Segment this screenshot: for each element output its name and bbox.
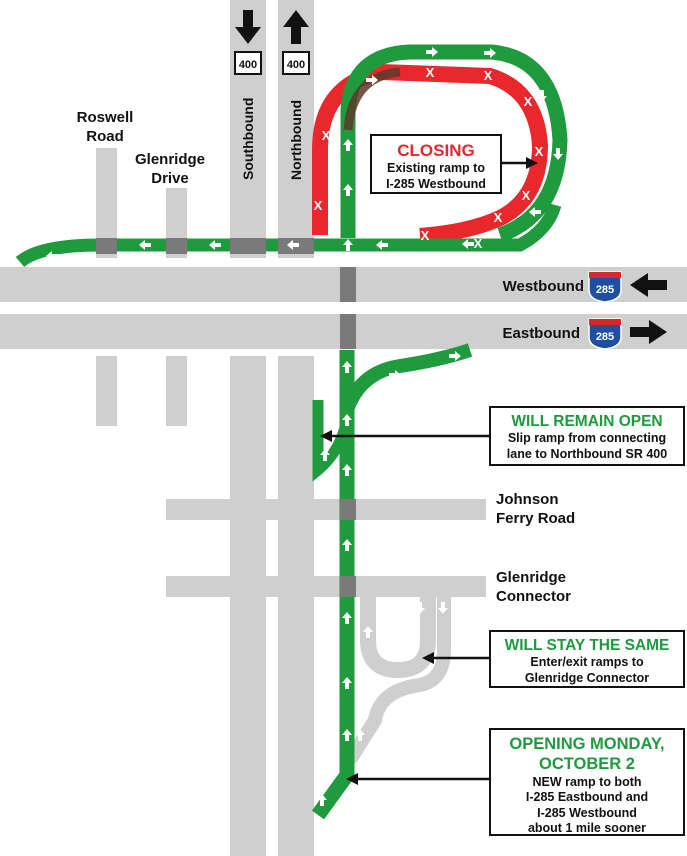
- callout-remain-open-line-2: lane to Northbound SR 400: [506, 447, 668, 461]
- northbound-label: Northbound: [288, 100, 304, 180]
- closed-x-marker: X: [524, 94, 533, 109]
- junctions: [96, 238, 356, 597]
- callout-opening-line-2: I-285 Eastbound and: [525, 790, 649, 805]
- callout-opening-line-1: NEW ramp to both: [532, 774, 642, 789]
- callout-pointers: [320, 157, 538, 785]
- closed-x-marker: X: [421, 228, 430, 243]
- roswell-road-road: [96, 148, 117, 258]
- closed-x-marker: X: [426, 65, 435, 80]
- closed-x-marker: X: [494, 210, 503, 225]
- callout-stay-same: WILL STAY THE SAME Enter/exit ramps to G…: [489, 630, 685, 688]
- connecting-lane-northbound: [311, 350, 355, 820]
- eastbound-label: Eastbound: [503, 325, 581, 342]
- callout-remain-open: WILL REMAIN OPEN Slip ramp from connecti…: [489, 406, 685, 466]
- up-arrow-icon: [283, 10, 309, 44]
- callout-remain-open-line-1: Slip ramp from connecting: [507, 431, 667, 446]
- closed-x-marker: X: [535, 144, 544, 159]
- westbound-label: Westbound: [503, 278, 584, 295]
- connector-entry-ramp: [344, 597, 451, 764]
- callout-remain-open-heading: WILL REMAIN OPEN: [511, 413, 663, 430]
- callout-closing-heading: CLOSING: [397, 141, 475, 160]
- callout-closing: CLOSING Existing ramp to I-285 Westbound: [370, 134, 502, 194]
- left-arrow-icon: [630, 273, 667, 297]
- sr400-shield-number: 400: [239, 59, 257, 71]
- outer-loop-ramp: [340, 44, 568, 243]
- southbound-label: Southbound: [240, 98, 256, 180]
- callout-opening: OPENING MONDAY, OCTOBER 2 NEW ramp to bo…: [489, 728, 685, 836]
- sr400-southbound-sign: 400: [234, 10, 262, 75]
- callout-stay-same-line-2: Glenridge Connector: [524, 671, 650, 685]
- sr400-northbound-sign: 400: [282, 10, 310, 75]
- sr400-shield-icon: [282, 51, 310, 75]
- closed-x-marker: X: [314, 198, 323, 213]
- sr400-shield-number: 400: [287, 59, 305, 71]
- i285-eastbound-sign: 285: [588, 318, 667, 350]
- closed-markers: X X X X X X X X X X: [314, 65, 544, 251]
- i285-shield-number: 285: [596, 331, 614, 343]
- callout-opening-line-4: about 1 mile sooner: [527, 821, 647, 836]
- closed-x-marker: X: [474, 236, 483, 251]
- closing-ramp: [312, 63, 549, 244]
- slip-ramp-northbound: [312, 400, 353, 482]
- i285-westbound-sign: 285: [588, 271, 667, 303]
- callout-closing-line-2: I-285 Westbound: [386, 176, 486, 191]
- i285-shield-number: 285: [596, 284, 614, 296]
- connector-loop-ramp: [360, 597, 436, 679]
- down-arrow-icon: [235, 10, 261, 44]
- callout-closing-line-1: Existing ramp to: [387, 161, 485, 176]
- shared-ramp-segment: [343, 67, 401, 131]
- callout-opening-line-3: I-285 Westbound: [537, 805, 637, 820]
- right-arrow-icon: [630, 320, 667, 344]
- callout-opening-heading-2: OCTOBER 2: [539, 754, 635, 773]
- glenridge-connector-road: [166, 576, 486, 597]
- sr400-shield-icon: [234, 51, 262, 75]
- callout-opening-heading-1: OPENING MONDAY,: [509, 735, 665, 753]
- ramp-to-i285-eastbound: [340, 343, 473, 413]
- johnson-ferry-road-road: [166, 499, 486, 520]
- i285-shield-icon: [588, 318, 622, 350]
- closed-x-marker: X: [484, 68, 493, 83]
- callout-stay-same-line-1: Enter/exit ramps to: [530, 655, 644, 670]
- callout-stay-same-heading: WILL STAY THE SAME: [504, 637, 670, 654]
- closed-x-marker: X: [322, 128, 331, 143]
- i285-shield-icon: [588, 271, 622, 303]
- closed-x-marker: X: [522, 188, 531, 203]
